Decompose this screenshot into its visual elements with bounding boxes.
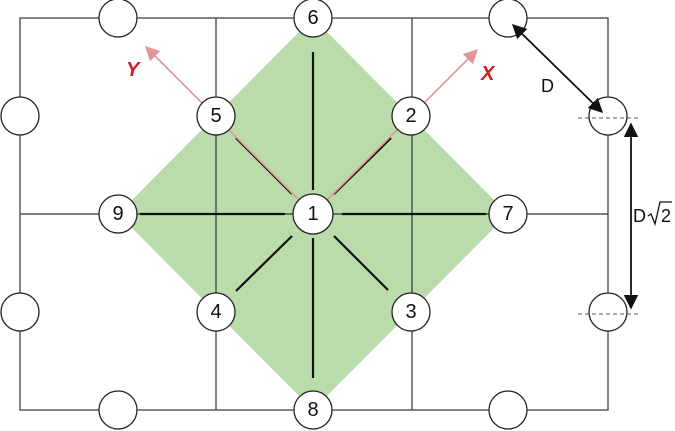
outer-circles <box>0 0 628 430</box>
node-label-7: 7 <box>502 203 513 225</box>
node-label-6: 6 <box>307 7 318 29</box>
node-label-8: 8 <box>307 399 318 421</box>
x-axis-arrow <box>312 48 479 215</box>
y-axis-arrow <box>144 45 314 215</box>
diagonal-dimension-label: D <box>541 76 554 96</box>
node-1 <box>292 193 334 235</box>
x-axis-label: X <box>480 63 496 85</box>
node-5 <box>196 96 236 136</box>
outer-circle <box>488 390 528 430</box>
node-7 <box>488 194 528 234</box>
outer-circle <box>488 0 528 38</box>
node-9 <box>98 194 138 234</box>
outer-circle <box>98 390 138 430</box>
node-label-1: 1 <box>307 203 318 225</box>
sqrt-symbol <box>647 201 672 227</box>
axis-arrows <box>144 45 479 215</box>
node-2 <box>391 96 431 136</box>
node-4 <box>196 292 236 332</box>
node-8 <box>293 390 333 430</box>
node-label-5: 5 <box>210 105 221 127</box>
numbered-nodes <box>98 0 528 430</box>
node-3 <box>391 292 431 332</box>
vertical-dimension-label: D <box>633 206 646 226</box>
y-axis-label: Y <box>126 59 141 81</box>
node-6 <box>293 0 333 38</box>
outer-circle <box>0 96 40 136</box>
outer-circle <box>0 292 40 332</box>
node-label-9: 9 <box>112 203 123 225</box>
node-label-3: 3 <box>405 301 416 323</box>
dashed-guides <box>578 117 640 315</box>
outer-circle <box>588 292 628 332</box>
node-label-4: 4 <box>210 301 221 323</box>
outer-circle <box>588 96 628 136</box>
outer-circle <box>98 0 138 38</box>
vertical-dimension-radicand: 2 <box>661 206 671 226</box>
node-label-2: 2 <box>405 105 416 127</box>
diagonal-dimension-arrow <box>511 23 604 114</box>
